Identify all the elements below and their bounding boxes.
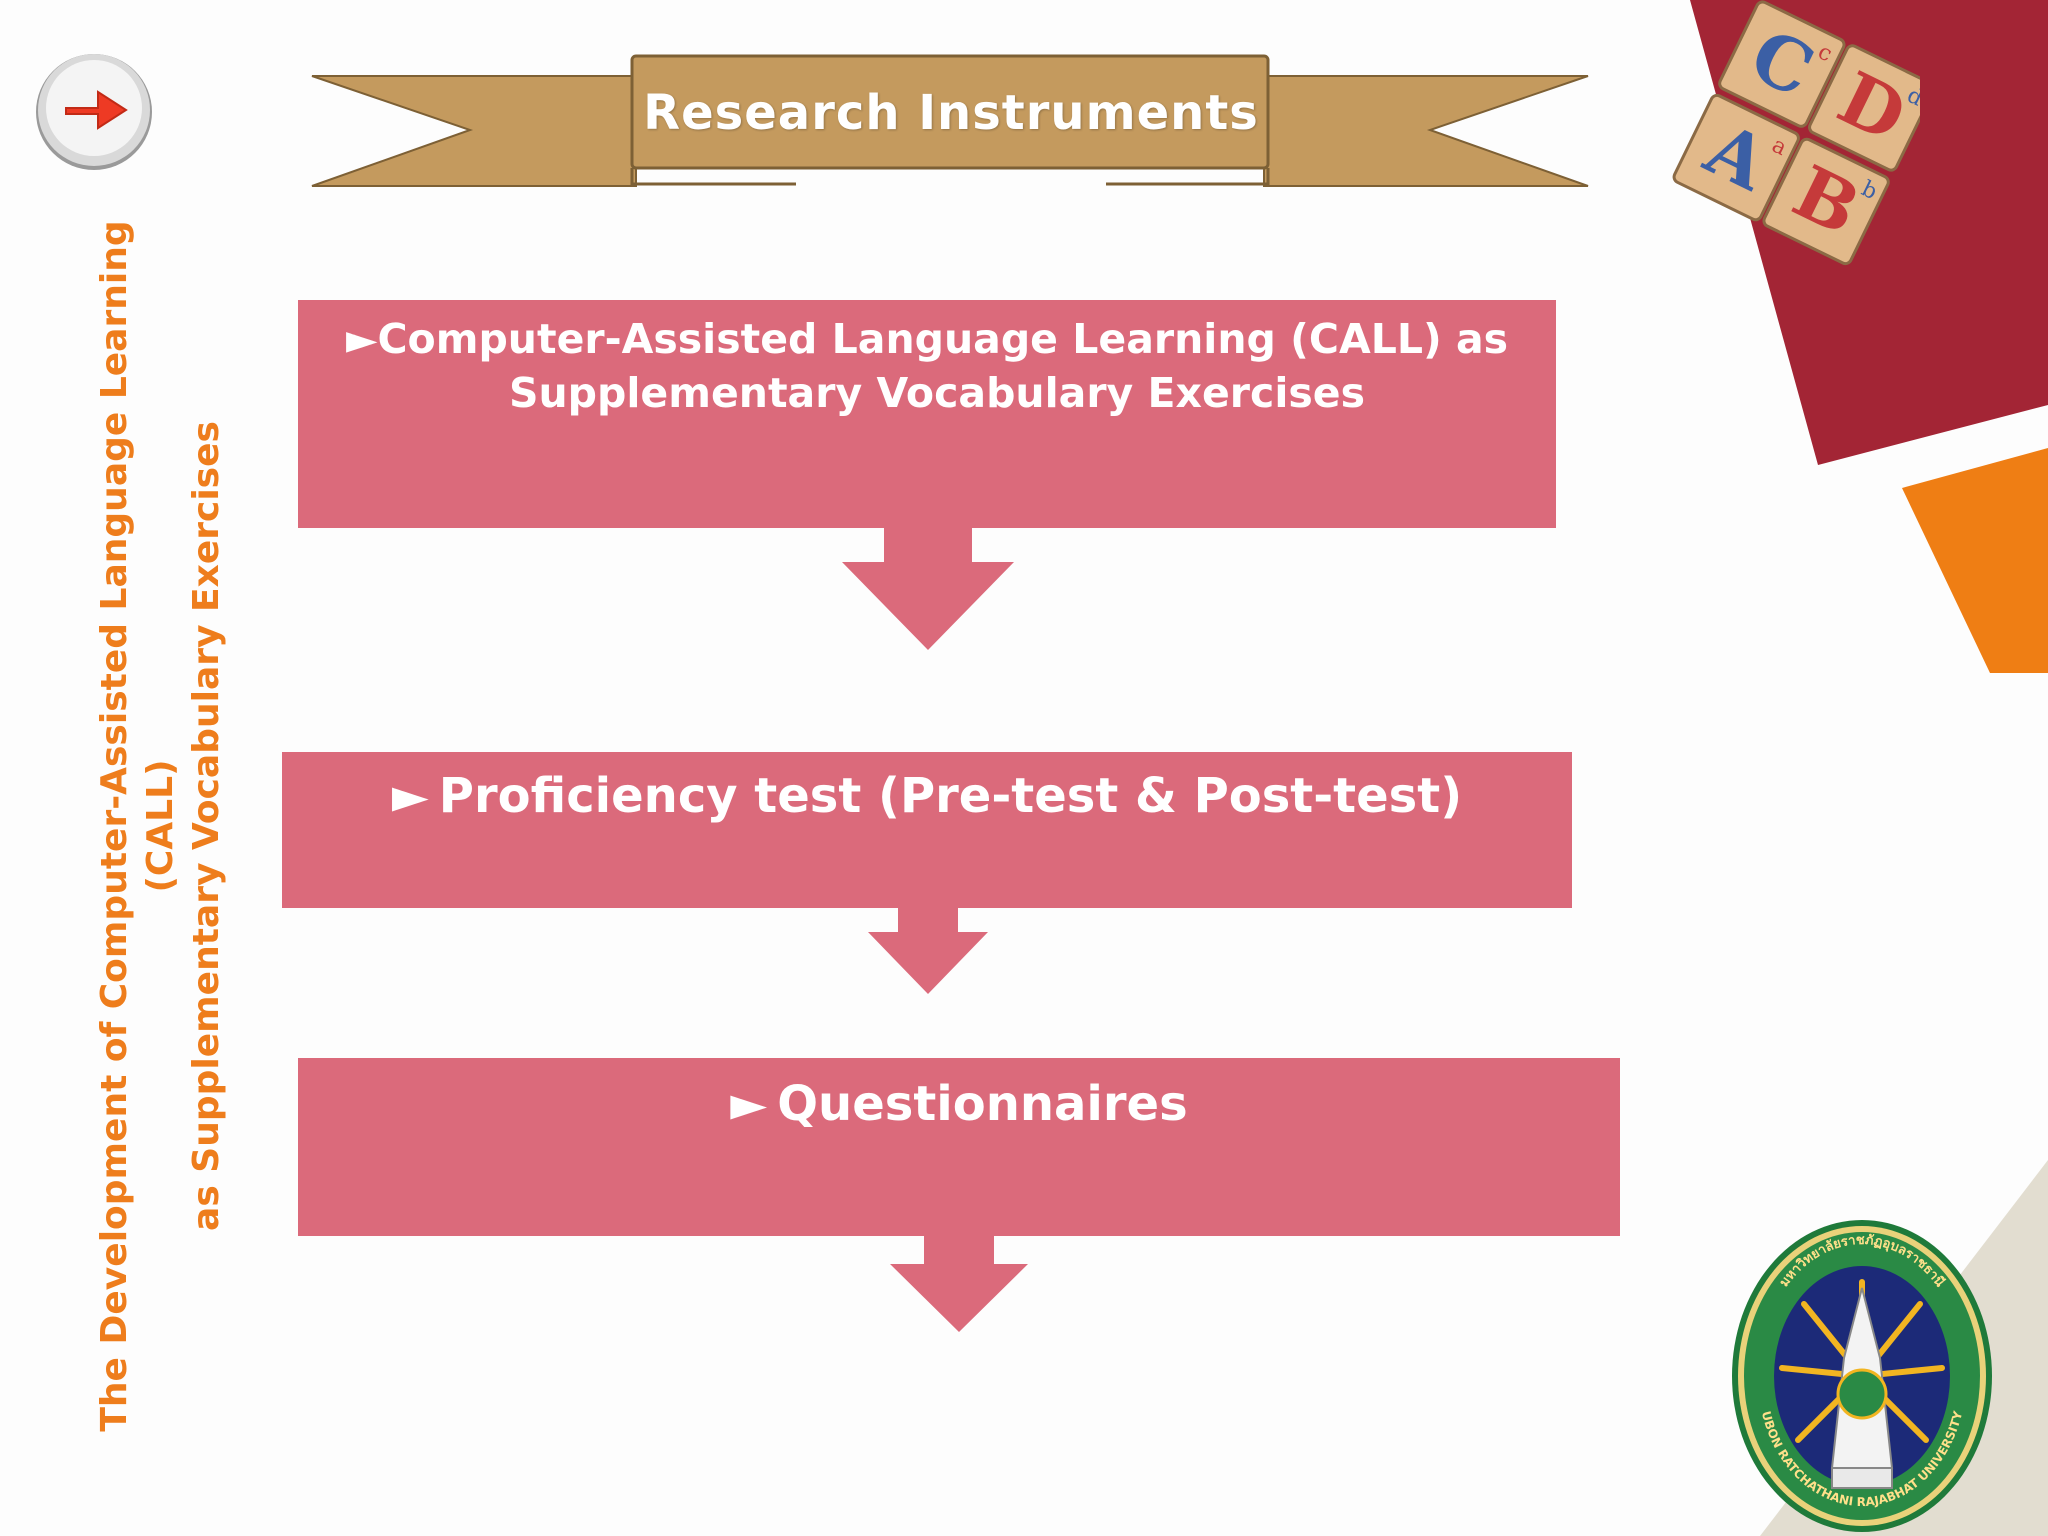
- side-title-line2: as Supplementary Vocabulary Exercises: [186, 421, 227, 1231]
- bullet-icon: ►: [730, 1076, 768, 1132]
- ribbon-center: [630, 54, 1270, 170]
- down-arrow-icon: [868, 906, 988, 994]
- flow-step-call-text2: Supplementary Vocabulary Exercises: [508, 369, 1366, 417]
- side-title-line1: The Development of Computer-Assisted Lan…: [94, 220, 181, 1432]
- flow-step-call: ►Computer-Assisted Language Learning (CA…: [298, 300, 1556, 528]
- abc-blocks-image: C c D d A a B b: [1672, 0, 1920, 266]
- bullet-icon: ►: [345, 315, 378, 363]
- bullet-icon: ►: [391, 768, 429, 824]
- flow-step-call-text1: Computer-Assisted Language Learning (CAL…: [377, 315, 1509, 363]
- flow-step-proficiency-text: Proficiency test (Pre-test & Post-test): [438, 768, 1463, 824]
- flow-step-questionnaires-text: Questionnaires: [777, 1076, 1188, 1132]
- title-ribbon: [311, 54, 1589, 187]
- slide-title: Research Instruments: [643, 85, 1259, 141]
- flow-step-proficiency-test: ►Proficiency test (Pre-test & Post-test): [282, 752, 1572, 908]
- flow-step-questionnaires: ►Questionnaires: [298, 1058, 1620, 1236]
- down-arrow-icon: [842, 526, 1014, 650]
- corner-orange-shape: [1902, 448, 2048, 673]
- next-arrow-icon: [36, 54, 152, 170]
- ribbon-right-tail: [1263, 75, 1589, 187]
- next-slide-button[interactable]: [32, 48, 158, 174]
- university-seal-logo: มหาวิทยาลัยราชภัฏอุบลราชธานี UBON RATCHA…: [1732, 1220, 1992, 1532]
- side-title: The Development of Computer-Assisted Lan…: [92, 176, 230, 1476]
- down-arrow-icon: [890, 1234, 1028, 1332]
- flow-step-call-line1: ►Computer-Assisted Language Learning (CA…: [298, 312, 1556, 366]
- ribbon-left-tail: [311, 75, 637, 187]
